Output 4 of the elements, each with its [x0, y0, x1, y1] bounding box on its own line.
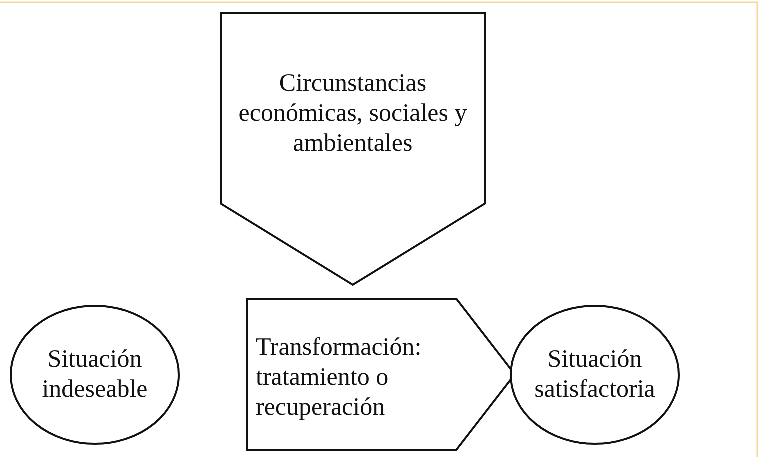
node-text: Situación indeseable	[41, 345, 149, 405]
node-text: Transformación: tratamiento o recuperación	[256, 333, 423, 423]
node-text: Circunstancias económicas, sociales y ambientales	[238, 69, 468, 159]
node-text: Situación satisfactoria	[534, 345, 656, 405]
